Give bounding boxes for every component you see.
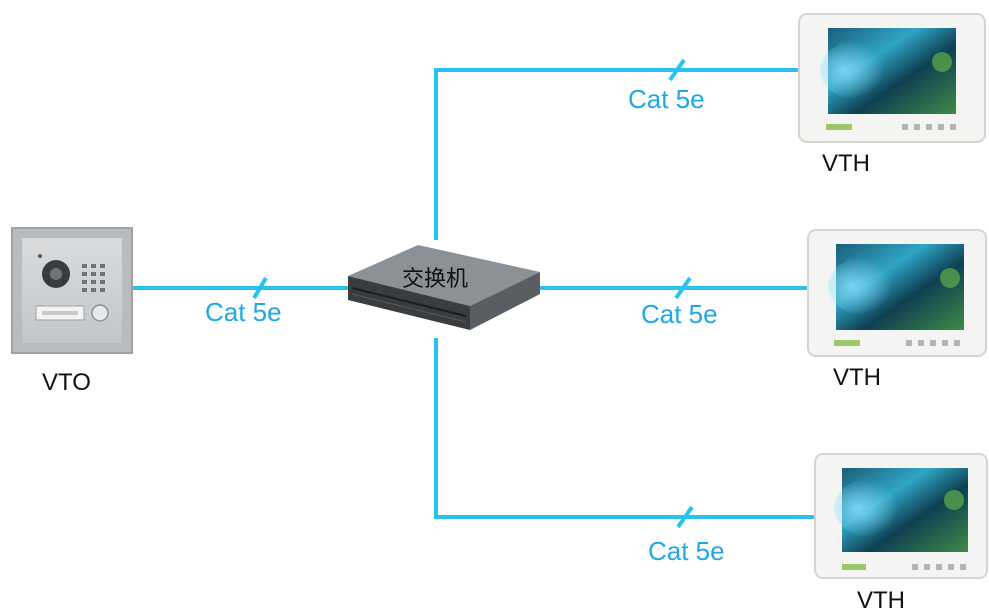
cable-label-vth-1: Cat 5e [628,84,705,114]
cable-tick [252,276,268,300]
cable-switch-vth-3 [434,338,818,519]
vth-label-3: VTH [857,587,905,614]
cable-label-vth-2: Cat 5e [641,299,718,329]
door-station-icon [11,227,133,354]
vth-label-2: VTH [833,364,881,391]
cable-tick [676,505,694,529]
cable-label-vth-3: Cat 5e [648,536,725,566]
cable-label-vto: Cat 5e [205,297,282,327]
cable-tick [668,58,686,82]
cables [130,68,818,519]
cable-ticks [252,58,694,529]
indoor-monitor-icon [814,453,988,579]
vth-label-1: VTH [822,150,870,177]
vto-label: VTO [42,369,91,396]
cable-switch-vth-1 [434,68,805,240]
indoor-monitor-icon [807,229,987,357]
network-switch-icon [348,245,540,330]
indoor-monitor-icon [798,13,986,143]
cable-tick [674,276,692,300]
switch-label: 交换机 [402,266,469,291]
